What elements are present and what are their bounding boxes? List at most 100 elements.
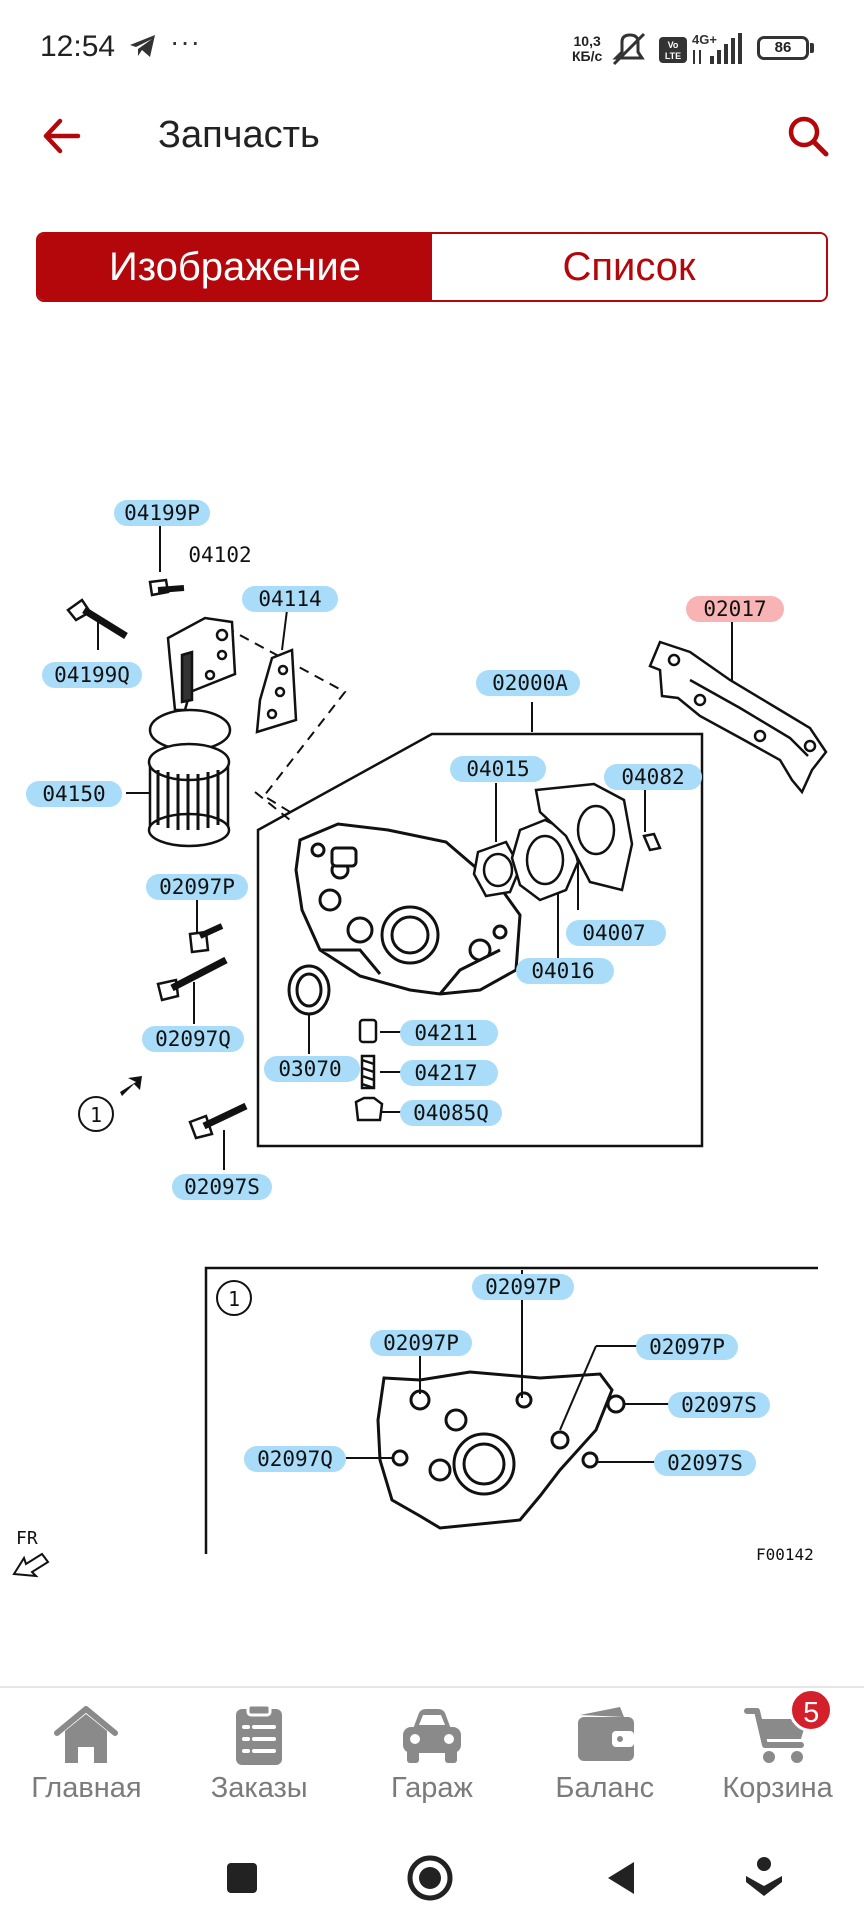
- nav-item-home[interactable]: Главная: [0, 1688, 173, 1838]
- inset-callout-upper-left[interactable]: 02097P: [370, 1330, 472, 1356]
- inset-pump: [376, 1370, 626, 1530]
- callout-04007[interactable]: 04007: [566, 920, 666, 946]
- oil-filter: [147, 708, 232, 848]
- svg-text:04150: 04150: [42, 782, 105, 806]
- front-case-gasket: [648, 640, 828, 795]
- nav-item-garage[interactable]: Гараж: [346, 1688, 519, 1838]
- callout-04217[interactable]: 04217: [400, 1060, 498, 1086]
- battery-icon: 86: [757, 36, 809, 60]
- assembly-frame: [256, 732, 704, 1148]
- inset-marker: 1: [228, 1287, 240, 1311]
- callout-04102[interactable]: 04102: [188, 543, 251, 567]
- nav-label-home: Главная: [31, 1772, 142, 1804]
- network-speed-value: 10,3: [573, 33, 601, 49]
- svg-text:02097Q: 02097Q: [155, 1027, 231, 1051]
- nav-label-cart: Корзина: [722, 1772, 833, 1804]
- svg-text:FR: FR: [16, 1528, 38, 1549]
- view-arrow-icon: 1: [78, 1076, 142, 1132]
- svg-text:02017: 02017: [703, 597, 766, 621]
- front-arrow-icon: [12, 1552, 50, 1578]
- tab-list[interactable]: Список: [432, 234, 826, 300]
- nav-label-orders: Заказы: [210, 1772, 308, 1804]
- app-bar: Запчасть: [0, 96, 864, 176]
- direction-marker: FR: [12, 1528, 50, 1578]
- svg-text:04211: 04211: [414, 1021, 477, 1045]
- assistant-icon[interactable]: [736, 1850, 792, 1906]
- svg-text:04085Q: 04085Q: [413, 1101, 489, 1125]
- battery-level: 86: [774, 39, 792, 56]
- oil-pump-body: [294, 822, 522, 996]
- more-dots-icon: ···: [170, 26, 201, 57]
- svg-text:04199P: 04199P: [124, 501, 200, 525]
- search-icon[interactable]: [784, 112, 832, 160]
- callout-04015[interactable]: 04015: [450, 756, 546, 782]
- svg-text:04016: 04016: [531, 959, 594, 983]
- callout-02097Q[interactable]: 02097Q: [142, 1026, 244, 1052]
- cart-badge: 5: [789, 1688, 834, 1732]
- svg-text:04007: 04007: [582, 921, 645, 945]
- callout-04114[interactable]: 04114: [242, 586, 338, 612]
- nav-item-cart[interactable]: 5 Корзина: [691, 1688, 864, 1838]
- mute-icon: [612, 32, 646, 66]
- nav-item-orders[interactable]: Заказы: [173, 1688, 346, 1838]
- callout-04150[interactable]: 04150: [26, 781, 122, 807]
- system-nav: [0, 1838, 864, 1920]
- callout-03070[interactable]: 03070: [264, 1056, 360, 1082]
- status-time: 12:54: [40, 30, 116, 63]
- view-toggle: Изображение Список: [36, 232, 828, 302]
- callout-04199P[interactable]: 04199P: [114, 500, 210, 526]
- back-arrow-icon[interactable]: [38, 112, 86, 160]
- page-title: Запчасть: [158, 114, 320, 156]
- callout-04016[interactable]: 04016: [516, 958, 614, 984]
- nav-item-balance[interactable]: Баланс: [518, 1688, 691, 1838]
- svg-text:02097P: 02097P: [159, 875, 235, 899]
- recents-square-icon[interactable]: [214, 1850, 270, 1906]
- svg-text:02097P: 02097P: [383, 1331, 459, 1355]
- status-icons: Vo LTE 4G+: [612, 30, 752, 75]
- network-speed-unit: КБ/с: [572, 48, 603, 64]
- back-triangle-icon[interactable]: [594, 1850, 650, 1906]
- callout-04082[interactable]: 04082: [604, 764, 702, 790]
- oil-filter-bracket: [166, 616, 237, 712]
- nav-label-garage: Гараж: [391, 1772, 473, 1804]
- signal-icon: 4G+: [692, 32, 742, 64]
- svg-text:03070: 03070: [278, 1057, 341, 1081]
- callout-labels: 04199P 04102 04114 04199Q 04150 02017 02…: [26, 500, 784, 1200]
- callout-02097P[interactable]: 02097P: [146, 874, 248, 900]
- bottom-divider: [0, 1686, 864, 1688]
- svg-text:LTE: LTE: [665, 51, 681, 61]
- callout-04199Q[interactable]: 04199Q: [42, 662, 142, 688]
- orders-clipboard-icon: [236, 1703, 283, 1765]
- svg-text:04015: 04015: [466, 757, 529, 781]
- inset-callout-left[interactable]: 02097Q: [244, 1446, 346, 1472]
- callout-04211[interactable]: 04211: [400, 1020, 498, 1046]
- callout-02000A[interactable]: 02000A: [476, 670, 580, 696]
- bottom-nav: Главная Заказы Гараж: [0, 1688, 864, 1838]
- inset-callout-upper-right[interactable]: 02097P: [636, 1334, 738, 1360]
- telegram-icon: [128, 33, 158, 64]
- home-circle-icon[interactable]: [402, 1850, 458, 1906]
- inset-callout-top[interactable]: 02097P: [472, 1274, 574, 1300]
- svg-text:02097S: 02097S: [681, 1393, 757, 1417]
- svg-text:02097P: 02097P: [649, 1335, 725, 1359]
- svg-text:04199Q: 04199Q: [54, 663, 130, 687]
- callout-02097S[interactable]: 02097S: [172, 1174, 272, 1200]
- network-type: 4G+: [692, 32, 717, 47]
- tab-image[interactable]: Изображение: [38, 234, 432, 300]
- inset-callouts: 02097P 02097P 02097P 02097S 02097S 02097…: [244, 1274, 770, 1476]
- battery-tip: [810, 43, 814, 53]
- parts-diagram: 1 04199P 04102 04114 04199Q 04150 02017 …: [0, 470, 864, 1600]
- svg-text:02097S: 02097S: [667, 1451, 743, 1475]
- callout-04085Q[interactable]: 04085Q: [400, 1100, 502, 1126]
- svg-text:02000A: 02000A: [492, 671, 568, 695]
- callout-02017[interactable]: 02017: [686, 596, 784, 622]
- relief-valve-parts: [354, 1018, 384, 1122]
- inset-callout-right-bottom[interactable]: 02097S: [654, 1450, 756, 1476]
- bolts: [66, 578, 662, 1140]
- car-icon: [402, 1709, 461, 1763]
- pump-rotors: [472, 782, 634, 902]
- svg-text:04102: 04102: [188, 543, 251, 567]
- network-speed: 10,3 КБ/с: [572, 34, 602, 64]
- figure-code: F00142: [756, 1545, 814, 1564]
- inset-callout-right-top[interactable]: 02097S: [668, 1392, 770, 1418]
